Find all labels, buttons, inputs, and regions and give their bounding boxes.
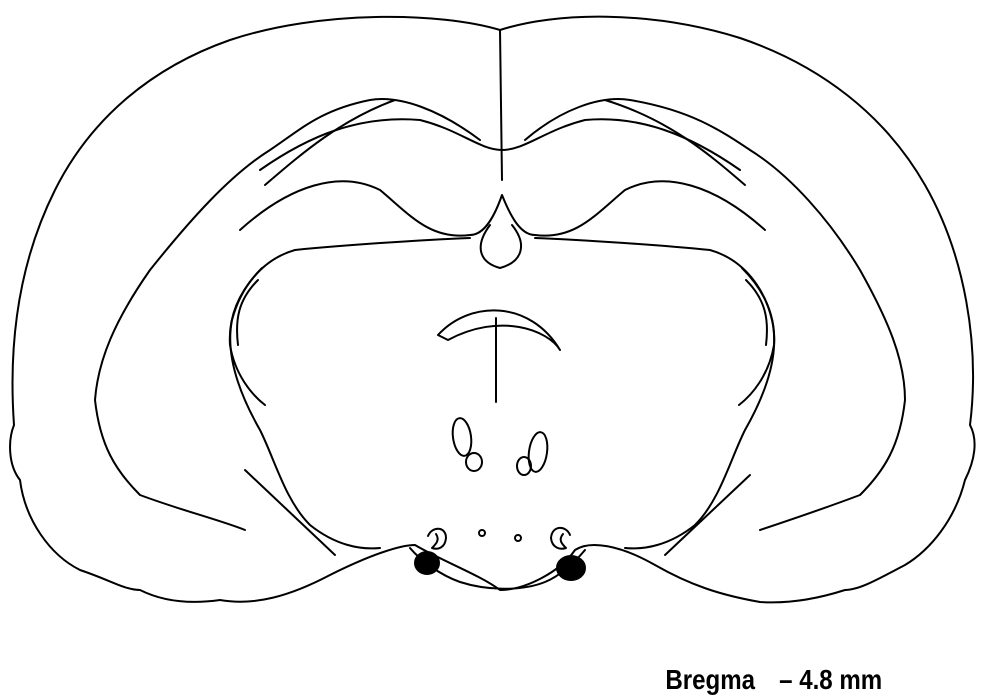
right-lesion-mark (557, 556, 585, 580)
left-external-capsule (230, 268, 265, 405)
left-thalamus-boundary (230, 238, 470, 548)
right-lateral-line (665, 475, 750, 555)
left-upper-oval (450, 417, 473, 457)
right-thalamus-boundary (535, 238, 774, 548)
left-cortex-inner-boundary (95, 99, 480, 530)
right-upper-oval (526, 431, 549, 473)
right-small-dot (515, 535, 521, 541)
left-hook-structure (428, 529, 446, 549)
bregma-caption: Bregma – 4.8 mm (652, 632, 882, 696)
right-lower-oval (517, 457, 531, 475)
bregma-label: Bregma (665, 664, 755, 695)
right-hook-structure (551, 528, 570, 549)
midline-lobe (481, 225, 521, 268)
right-cortex-inner-boundary (525, 99, 905, 530)
left-small-dot (479, 530, 485, 536)
bregma-value: – 4.8 mm (779, 664, 882, 695)
left-lower-oval (466, 453, 482, 471)
crescent-structure (438, 310, 560, 350)
left-lateral-line (245, 470, 335, 555)
midline-fissure (500, 30, 502, 180)
right-external-capsule (739, 268, 774, 405)
